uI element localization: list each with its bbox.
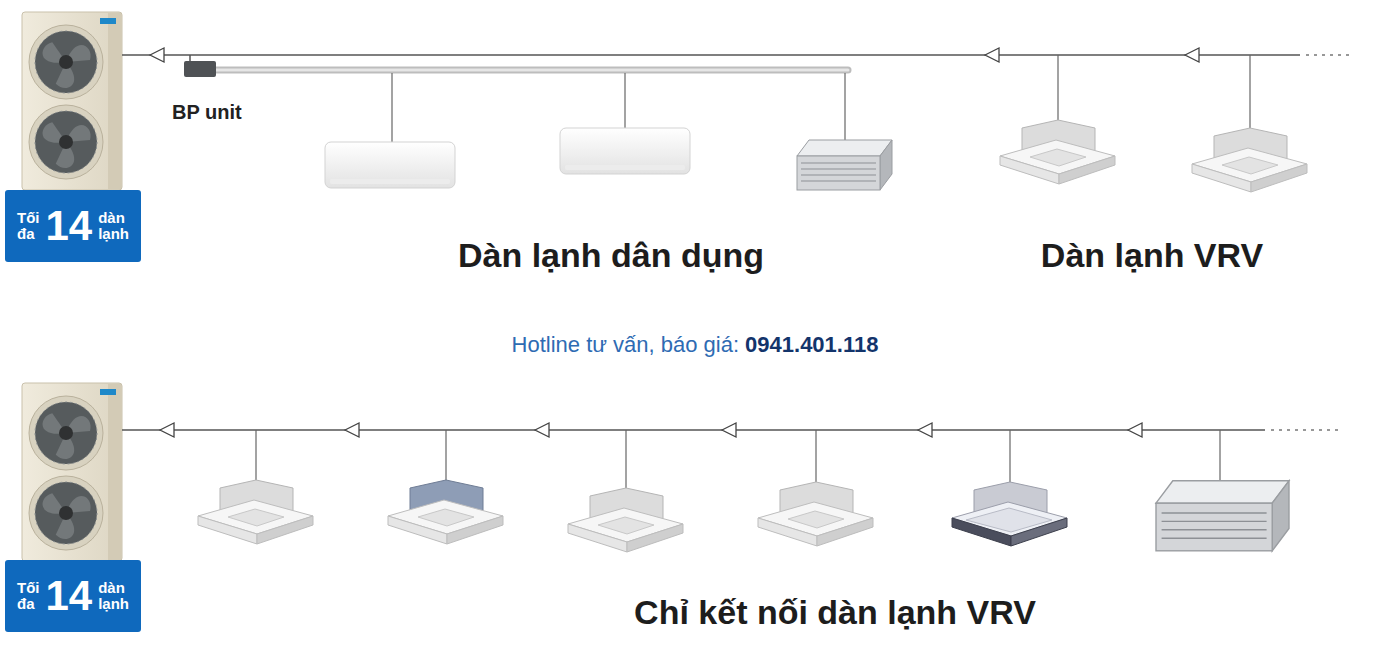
badge-caption: Tối đa	[17, 210, 40, 242]
badge-row: Tối đa14dàn lạnh	[17, 575, 129, 617]
group-heading: Chỉ kết nối dàn lạnh VRV	[634, 593, 1036, 632]
badge-caption: dàn lạnh	[98, 210, 129, 242]
group-heading: Dàn lạnh dân dụng	[458, 236, 764, 275]
badge-row: Tối đa14dàn lạnh	[17, 205, 129, 247]
part-label: BP unit	[172, 101, 242, 124]
hotline-text: Hotline tư vấn, báo giá:	[512, 332, 740, 358]
badge-number: 14	[45, 575, 92, 617]
badge-number: 14	[45, 205, 92, 247]
badge-caption: dàn lạnh	[98, 580, 129, 612]
hotline-number: 0941.401.118	[745, 332, 878, 358]
badge-caption: Tối đa	[17, 580, 40, 612]
capacity-badge: Tối đa14dàn lạnh	[5, 190, 141, 262]
group-heading: Dàn lạnh VRV	[1041, 236, 1263, 275]
capacity-badge: Tối đa14dàn lạnh	[5, 560, 141, 632]
